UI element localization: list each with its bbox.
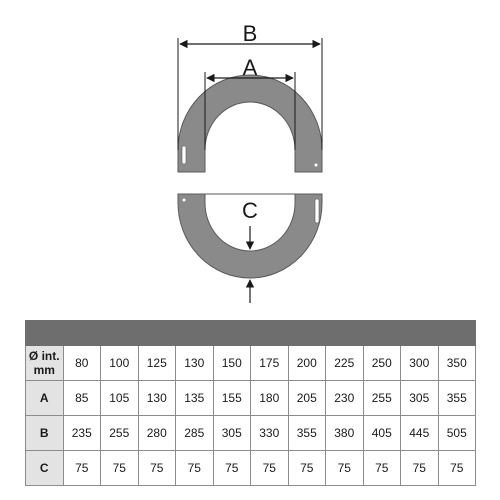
table-cell: 75 [62,450,101,486]
lower-left-hole [182,198,186,202]
table-cell: 445 [400,415,439,451]
table-cell: 350 [437,345,476,381]
row-header: B [25,415,64,451]
table-cell: 355 [437,380,476,416]
table-cell: 75 [250,450,289,486]
table-cell: 150 [212,345,251,381]
row-header: A [25,380,64,416]
table-cell: 305 [212,415,251,451]
table-cell: 225 [325,345,364,381]
table-cell: 125 [137,345,176,381]
lower-right-slot [314,198,320,224]
table-cell: 255 [100,415,139,451]
label-b: B [243,21,258,46]
table-cell: 300 [400,345,439,381]
table-cell: 75 [287,450,326,486]
table-cell: 280 [137,415,176,451]
table-cell: 305 [400,380,439,416]
table-cell: 75 [325,450,364,486]
table-cell: 85 [62,380,101,416]
table-cell: 75 [437,450,476,486]
dimension-a: A [204,55,296,150]
row-header: C [25,450,64,486]
label-a: A [243,55,258,80]
table-cell: 155 [212,380,251,416]
dimension-b: B [177,21,323,150]
table-cell: 80 [62,345,101,381]
table-cell: 135 [175,380,214,416]
row-header: Ø int.mm [25,345,64,381]
table-cell: 230 [325,380,364,416]
table-cell: 130 [137,380,176,416]
table-cell: 75 [100,450,139,486]
table-cell: 180 [250,380,289,416]
table-cell: 200 [287,345,326,381]
half-ring-diagram: B A C [177,21,323,303]
table-cell: 235 [62,415,101,451]
table-cell: 105 [100,380,139,416]
upper-left-slot [181,145,187,165]
table-cell: 355 [287,415,326,451]
table-cell: 250 [362,345,401,381]
table-cell: 130 [175,345,214,381]
table-cell: 505 [437,415,476,451]
dimension-c: C [242,198,258,303]
table-cell: 75 [400,450,439,486]
table-cell: 75 [212,450,251,486]
lower-half-ring [177,193,323,279]
table-cell: 75 [175,450,214,486]
table-cell: 75 [362,450,401,486]
table-cell: 380 [325,415,364,451]
table-cell: 75 [137,450,176,486]
upper-half-ring [177,74,323,173]
table-cell: 285 [175,415,214,451]
upper-right-hole [314,163,318,167]
table-header-band [25,320,476,346]
label-c: C [242,198,258,223]
table-cell: 405 [362,415,401,451]
table-cell: 175 [250,345,289,381]
table-cell: 255 [362,380,401,416]
table-cell: 330 [250,415,289,451]
table-cell: 100 [100,345,139,381]
table-cell: 205 [287,380,326,416]
